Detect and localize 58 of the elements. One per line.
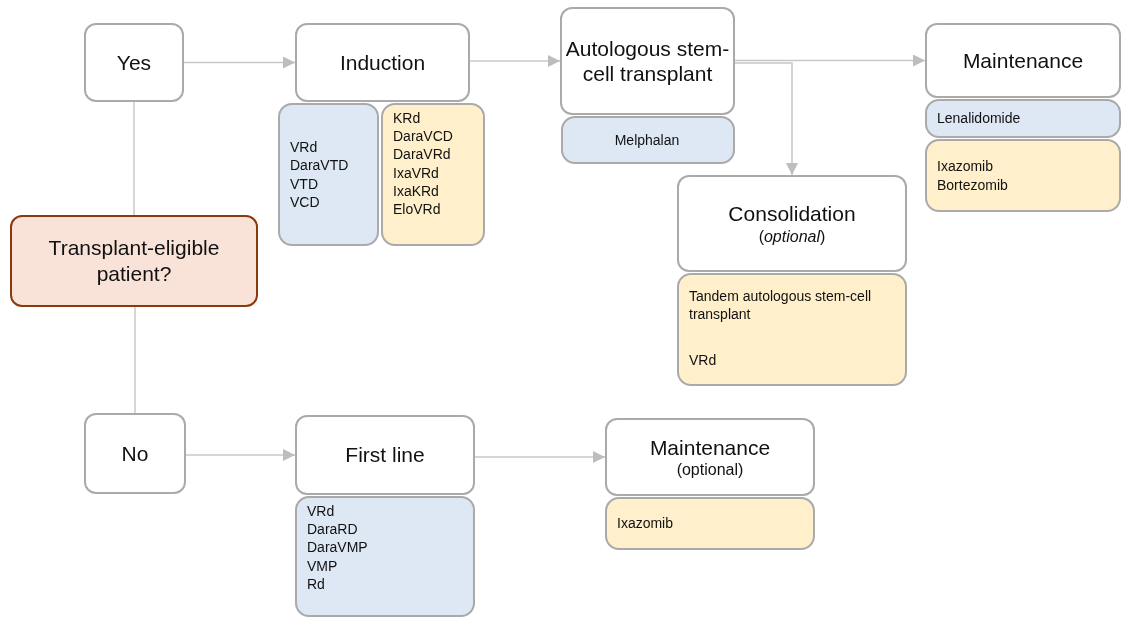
process-box [560,7,735,115]
node-title: Maintenance [649,434,771,460]
regimen-box [295,496,475,617]
regimen-box [278,103,379,246]
process-box [925,23,1121,98]
decision-box [10,215,258,307]
node-note: (optional) [758,226,826,246]
arrow [185,449,296,461]
regimen-box [925,139,1121,212]
connector-line [133,101,135,216]
regimen-name: VTD [290,174,318,193]
regimen-name: Ixazomib [617,514,674,533]
node-note: (optional) [676,460,744,480]
regimen-box [677,273,907,386]
regimen-box [925,99,1121,138]
node-title: No [121,440,149,467]
arrow [474,451,606,463]
node-title: Transplant-eligible patient? [47,234,221,287]
regimen-name: Melphalan [614,130,680,150]
regimen-name: Lenalidomide [937,109,1021,128]
arrow [734,62,798,176]
regimen-box [561,116,735,164]
regimen-name: VRd [307,502,335,521]
process-box [605,418,815,496]
process-box [295,23,470,102]
regimen-name: Tandem autologous stem-cell transplant [689,287,873,324]
process-box [677,175,907,272]
regimen-name: DaraRD [307,520,358,539]
node-title: Induction [339,49,426,76]
regimen-name: IxaKRd [393,181,439,200]
node-title: Autologous stem-cell transplant [564,35,731,87]
connector-line [134,306,136,414]
arrow [734,54,926,67]
node-title: Consolidation [728,201,856,227]
regimen-box [605,497,815,550]
process-box [295,415,475,495]
regimen-name: VCD [290,192,320,211]
regimen-name: KRd [393,109,421,128]
arrow [183,56,296,69]
process-box [84,23,184,102]
regimen-name: VMP [307,556,338,575]
process-box [84,413,186,494]
regimen-name: DaraVMP [307,538,368,557]
regimen-name: EloVRd [393,199,441,219]
node-title: Yes [116,49,152,76]
regimen-name: Bortezomib [937,175,1008,194]
regimen-name: Ixazomib [937,157,994,176]
regimen-name: DaraVCD [393,127,453,146]
regimen-box [381,103,485,246]
node-title: First line [345,442,425,468]
regimen-name: DaraVRd [393,145,451,164]
node-title: Maintenance [962,47,1084,74]
arrow [469,55,561,67]
regimen-name: VRd [290,138,318,157]
regimen-name: DaraVTD [290,156,349,175]
regimen-name: Rd [307,574,325,593]
regimen-name: IxaVRd [393,163,439,182]
regimen-name: VRd [689,351,717,370]
